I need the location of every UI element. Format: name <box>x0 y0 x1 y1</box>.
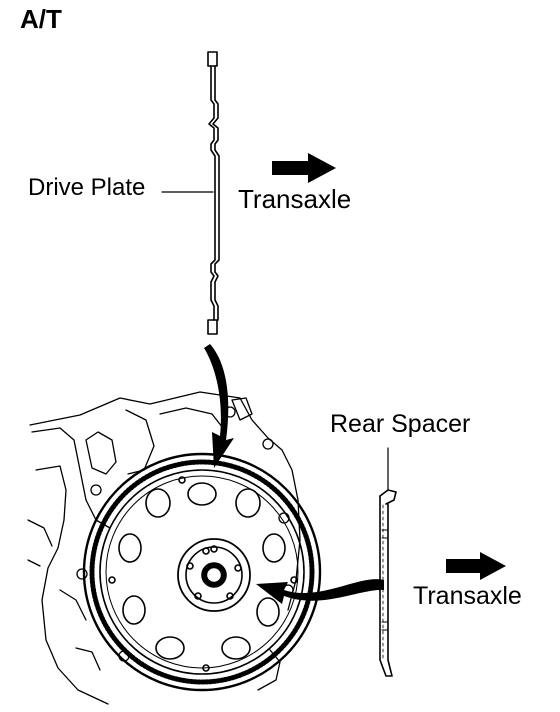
drive-plate-label: Drive Plate <box>28 174 146 201</box>
transaxle-label-top: Transaxle <box>238 184 352 214</box>
page-title: A/T <box>20 4 62 34</box>
curved-arrow-icon <box>204 344 234 468</box>
rear-spacer-profile <box>379 447 397 677</box>
curved-arrow-icon <box>256 579 384 604</box>
drive-plate <box>82 452 322 692</box>
rear-spacer-label: Rear Spacer <box>330 410 471 438</box>
transaxle-label-bottom: Transaxle <box>413 582 522 610</box>
drive-plate-profile <box>207 51 220 335</box>
right-arrow-icon <box>446 552 506 580</box>
right-arrow-icon <box>272 153 336 183</box>
